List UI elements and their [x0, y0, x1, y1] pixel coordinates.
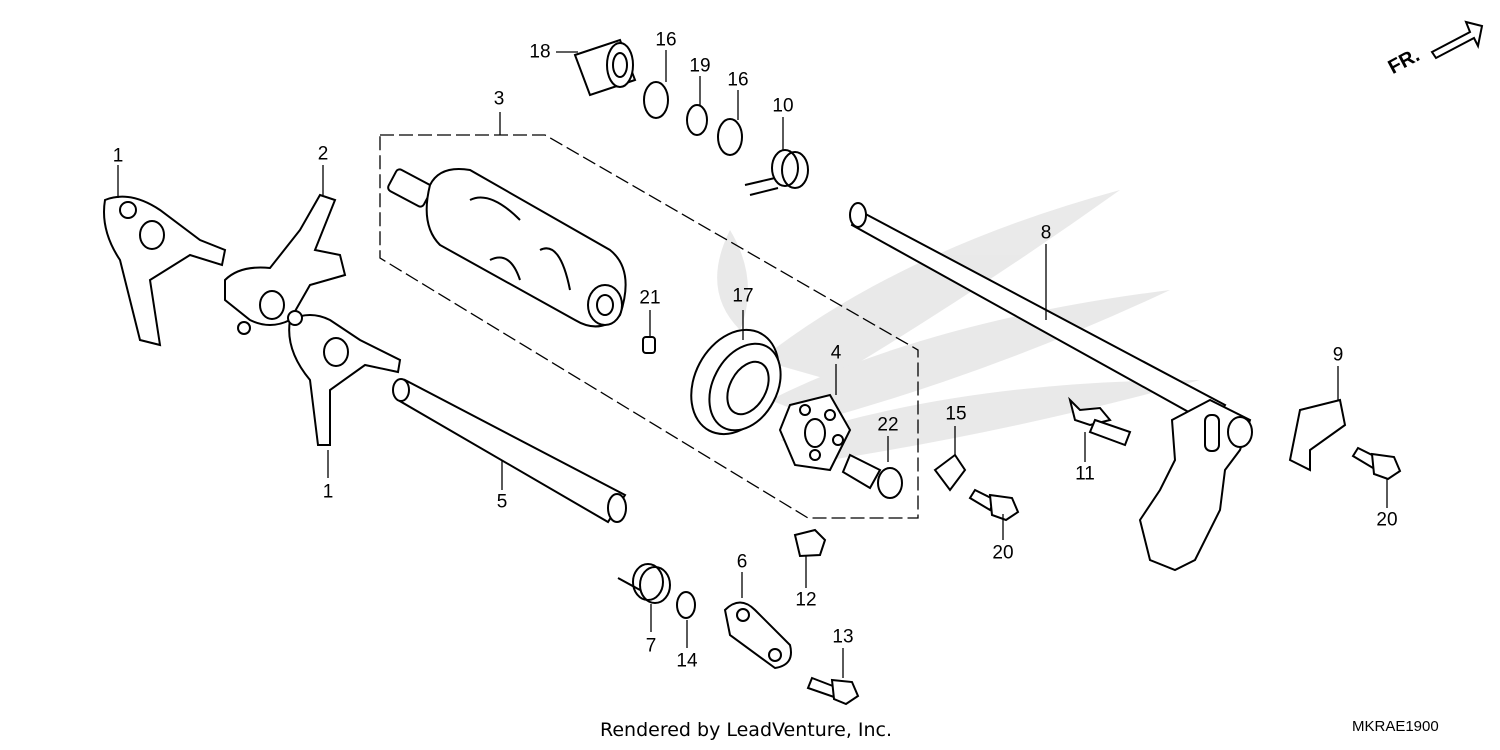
- washer-16a: [643, 81, 669, 119]
- spring-7: [617, 563, 671, 604]
- shift-fork-2: [224, 193, 347, 335]
- plate-15: [933, 453, 967, 492]
- callout-9: 9: [1332, 344, 1344, 366]
- callout-3: 3: [493, 88, 505, 110]
- callout-22: 22: [877, 414, 899, 436]
- callout-12: 12: [795, 589, 817, 611]
- callout-11: 11: [1075, 463, 1095, 485]
- bolt-20b: [1351, 446, 1402, 481]
- callout-13: 13: [832, 626, 854, 648]
- needle-bearing: [573, 38, 637, 97]
- callout-8: 8: [1040, 222, 1052, 244]
- assembly-3-outline: [379, 134, 919, 519]
- socket-bolt-22: [841, 453, 903, 499]
- ball-bearing-17: [690, 328, 782, 436]
- bolt-20a: [968, 488, 1020, 522]
- bolt-12: [793, 528, 827, 558]
- callout-1b: 1: [322, 481, 334, 503]
- callout-18: 18: [529, 41, 551, 63]
- leader-lines: [117, 50, 1388, 678]
- plate-9: [1288, 398, 1347, 472]
- front-arrow-icon: [1430, 20, 1484, 60]
- callout-6: 6: [736, 551, 748, 573]
- stopper-arm-6: [723, 601, 792, 670]
- spring-10: [744, 149, 809, 196]
- circlip-19: [686, 104, 708, 136]
- shift-fork-1a: [103, 195, 227, 347]
- callout-20a: 20: [992, 542, 1014, 564]
- drum-center-4: [778, 393, 852, 472]
- stud-11: [1068, 396, 1132, 447]
- callout-4: 4: [830, 342, 842, 364]
- callout-21: 21: [639, 287, 661, 309]
- shift-fork-1b: [287, 310, 402, 446]
- callout-2: 2: [317, 143, 329, 165]
- shift-shaft-8: [849, 202, 1253, 572]
- callout-10: 10: [772, 95, 794, 117]
- shift-drum: [387, 168, 627, 328]
- callout-7: 7: [645, 635, 657, 657]
- callout-16a: 16: [655, 29, 677, 51]
- callout-19: 19: [689, 55, 711, 77]
- callout-20b: 20: [1376, 509, 1398, 531]
- washer-14: [676, 591, 696, 619]
- callout-14: 14: [676, 650, 698, 672]
- callout-17: 17: [732, 285, 754, 307]
- fork-shaft: [392, 378, 627, 524]
- dowel-pin-21: [642, 336, 656, 354]
- washer-16b: [717, 118, 743, 156]
- callout-5: 5: [496, 491, 508, 513]
- callout-16b: 16: [727, 69, 749, 91]
- footer-credit: Rendered by LeadVenture, Inc.: [600, 719, 893, 741]
- diagram-code: MKRAE1900: [1352, 718, 1439, 735]
- callout-1a: 1: [112, 145, 124, 167]
- bolt-13: [806, 676, 860, 706]
- callout-15: 15: [945, 403, 967, 425]
